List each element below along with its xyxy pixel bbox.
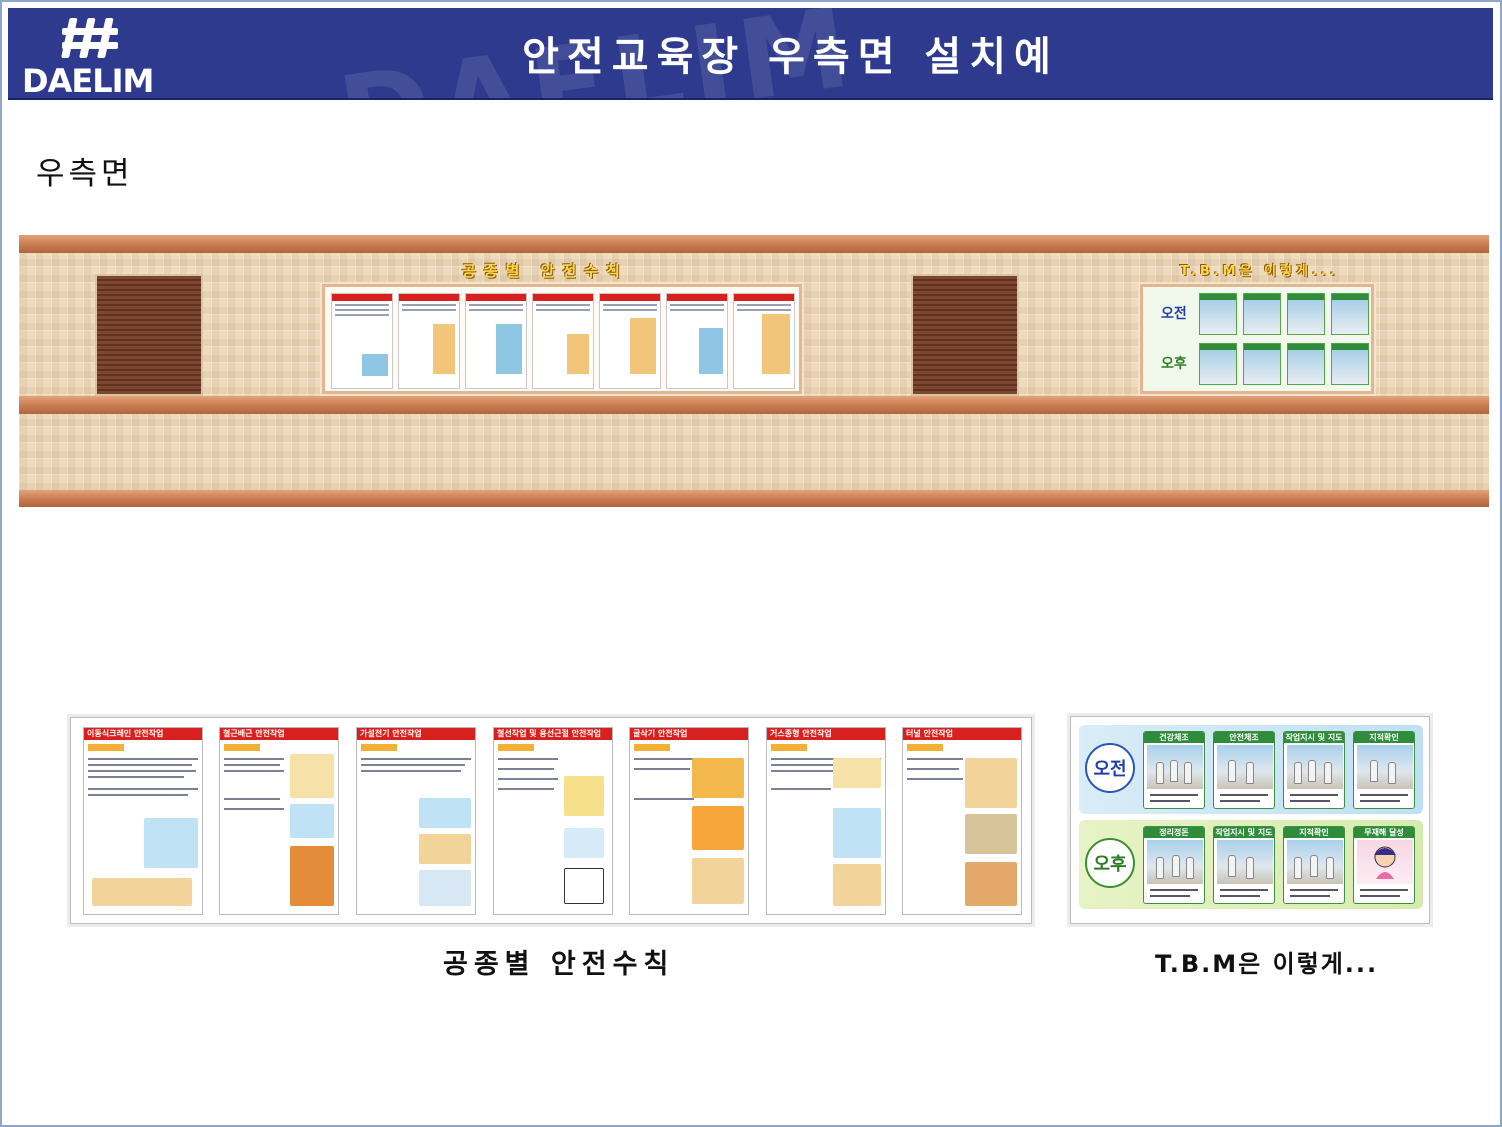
- poster: 굴삭기 안전작업: [629, 727, 749, 915]
- wall-tbm-am: 오전: [1161, 306, 1187, 322]
- poster: 철선작업 및 용선근절 안전작업: [493, 727, 613, 915]
- mini-poster: [398, 293, 460, 389]
- tbm-photo-title: 정리정돈: [1144, 827, 1204, 838]
- mini-photo: [1199, 343, 1237, 385]
- tbm-photo: 작업지시 및 지도: [1213, 826, 1275, 904]
- tbm-photo: 건강체조: [1143, 731, 1205, 809]
- mini-poster: [465, 293, 527, 389]
- poster-title: 굴삭기 안전작업: [630, 728, 748, 740]
- tbm-photo: 지적확인: [1283, 826, 1345, 904]
- mini-photo: [1287, 293, 1325, 335]
- tbm-pm-row: 오후 정리정돈 작업지시 및 지도 지적확인 무재해 달성: [1079, 820, 1423, 909]
- mini-photo: [1243, 293, 1281, 335]
- tbm-photo: 안전체조: [1213, 731, 1275, 809]
- tbm-photo-title: 무재해 달성: [1354, 827, 1414, 838]
- tbm-photo: 무재해 달성: [1353, 826, 1415, 904]
- poster: 이동식크레인 안전작업: [83, 727, 203, 915]
- poster-title: 거스종형 안전작업: [767, 728, 885, 740]
- wall-tbm-pm: 오후: [1161, 356, 1187, 372]
- section-label: 우측면: [36, 156, 134, 192]
- poster: 가설전기 안전작업: [356, 727, 476, 915]
- daelim-symbol-icon: [61, 18, 118, 58]
- top-rail: [19, 235, 1489, 253]
- wall-shutter-right: [911, 274, 1019, 396]
- wall-caption-tbm: T.B.M은 이렇게...: [1180, 264, 1339, 279]
- tbm-photo: 지적확인: [1353, 731, 1415, 809]
- mini-poster: [599, 293, 661, 389]
- tbm-photo-title: 건강체조: [1144, 732, 1204, 743]
- wall-tbm-board: 오전 오후: [1140, 284, 1374, 394]
- tbm-photo-title: 지적확인: [1354, 732, 1414, 743]
- tbm-photo-title: 작업지시 및 지도: [1284, 732, 1344, 743]
- mini-photo: [1331, 293, 1369, 335]
- mini-poster: [733, 293, 795, 389]
- page-title: 안전교육장 우측면 설치예: [522, 34, 1059, 80]
- wall-poster-board: [322, 284, 802, 394]
- mini-poster: [532, 293, 594, 389]
- tbm-pm-badge: 오후: [1085, 838, 1135, 888]
- tbm-am-row: 오전 건강체조 안전체조 작업지시 및 지도 지적확인: [1079, 725, 1423, 814]
- header-banner: DAELIM DAELIM 안전교육장 우측면 설치예: [8, 8, 1493, 100]
- middle-rail: [19, 396, 1489, 414]
- mini-poster: [331, 293, 393, 389]
- poster: 철근배근 안전작업: [219, 727, 339, 915]
- tbm-board: 오전 건강체조 안전체조 작업지시 및 지도 지적확인 오후 정리정돈: [1070, 716, 1430, 924]
- tbm-photo: 정리정돈: [1143, 826, 1205, 904]
- poster-title: 이동식크레인 안전작업: [84, 728, 202, 740]
- tbm-photo-title: 작업지시 및 지도: [1214, 827, 1274, 838]
- poster: 거스종형 안전작업: [766, 727, 886, 915]
- daelim-logo: DAELIM: [18, 16, 158, 98]
- posters-caption: 공종별 안전수칙: [443, 949, 675, 980]
- tbm-am-badge: 오전: [1085, 743, 1135, 793]
- tbm-photo: 작업지시 및 지도: [1283, 731, 1345, 809]
- wall-shutter-left: [95, 274, 203, 396]
- mini-photo: [1331, 343, 1369, 385]
- bottom-rail: [19, 490, 1489, 507]
- poster-title: 터널 안전작업: [903, 728, 1021, 740]
- tbm-caption: T.B.M은 이렇게...: [1155, 950, 1379, 978]
- wall-caption-posters: 공종별 안전수칙: [462, 262, 628, 280]
- poster-title: 가설전기 안전작업: [357, 728, 475, 740]
- mascot-icon: [1374, 846, 1396, 879]
- mini-photo: [1199, 293, 1237, 335]
- poster: 터널 안전작업: [902, 727, 1022, 915]
- tbm-photo-title: 지적확인: [1284, 827, 1344, 838]
- tbm-photo-title: 안전체조: [1214, 732, 1274, 743]
- mini-photo: [1287, 343, 1325, 385]
- poster-title: 철선작업 및 용선근절 안전작업: [494, 728, 612, 740]
- logo-wordmark: DAELIM: [22, 62, 154, 100]
- poster-title: 철근배근 안전작업: [220, 728, 338, 740]
- mini-photo: [1243, 343, 1281, 385]
- safety-posters-panel: 이동식크레인 안전작업 철근배근 안전작업 가설전기 안전작업 철선작업 및 용…: [70, 717, 1032, 924]
- mini-poster: [666, 293, 728, 389]
